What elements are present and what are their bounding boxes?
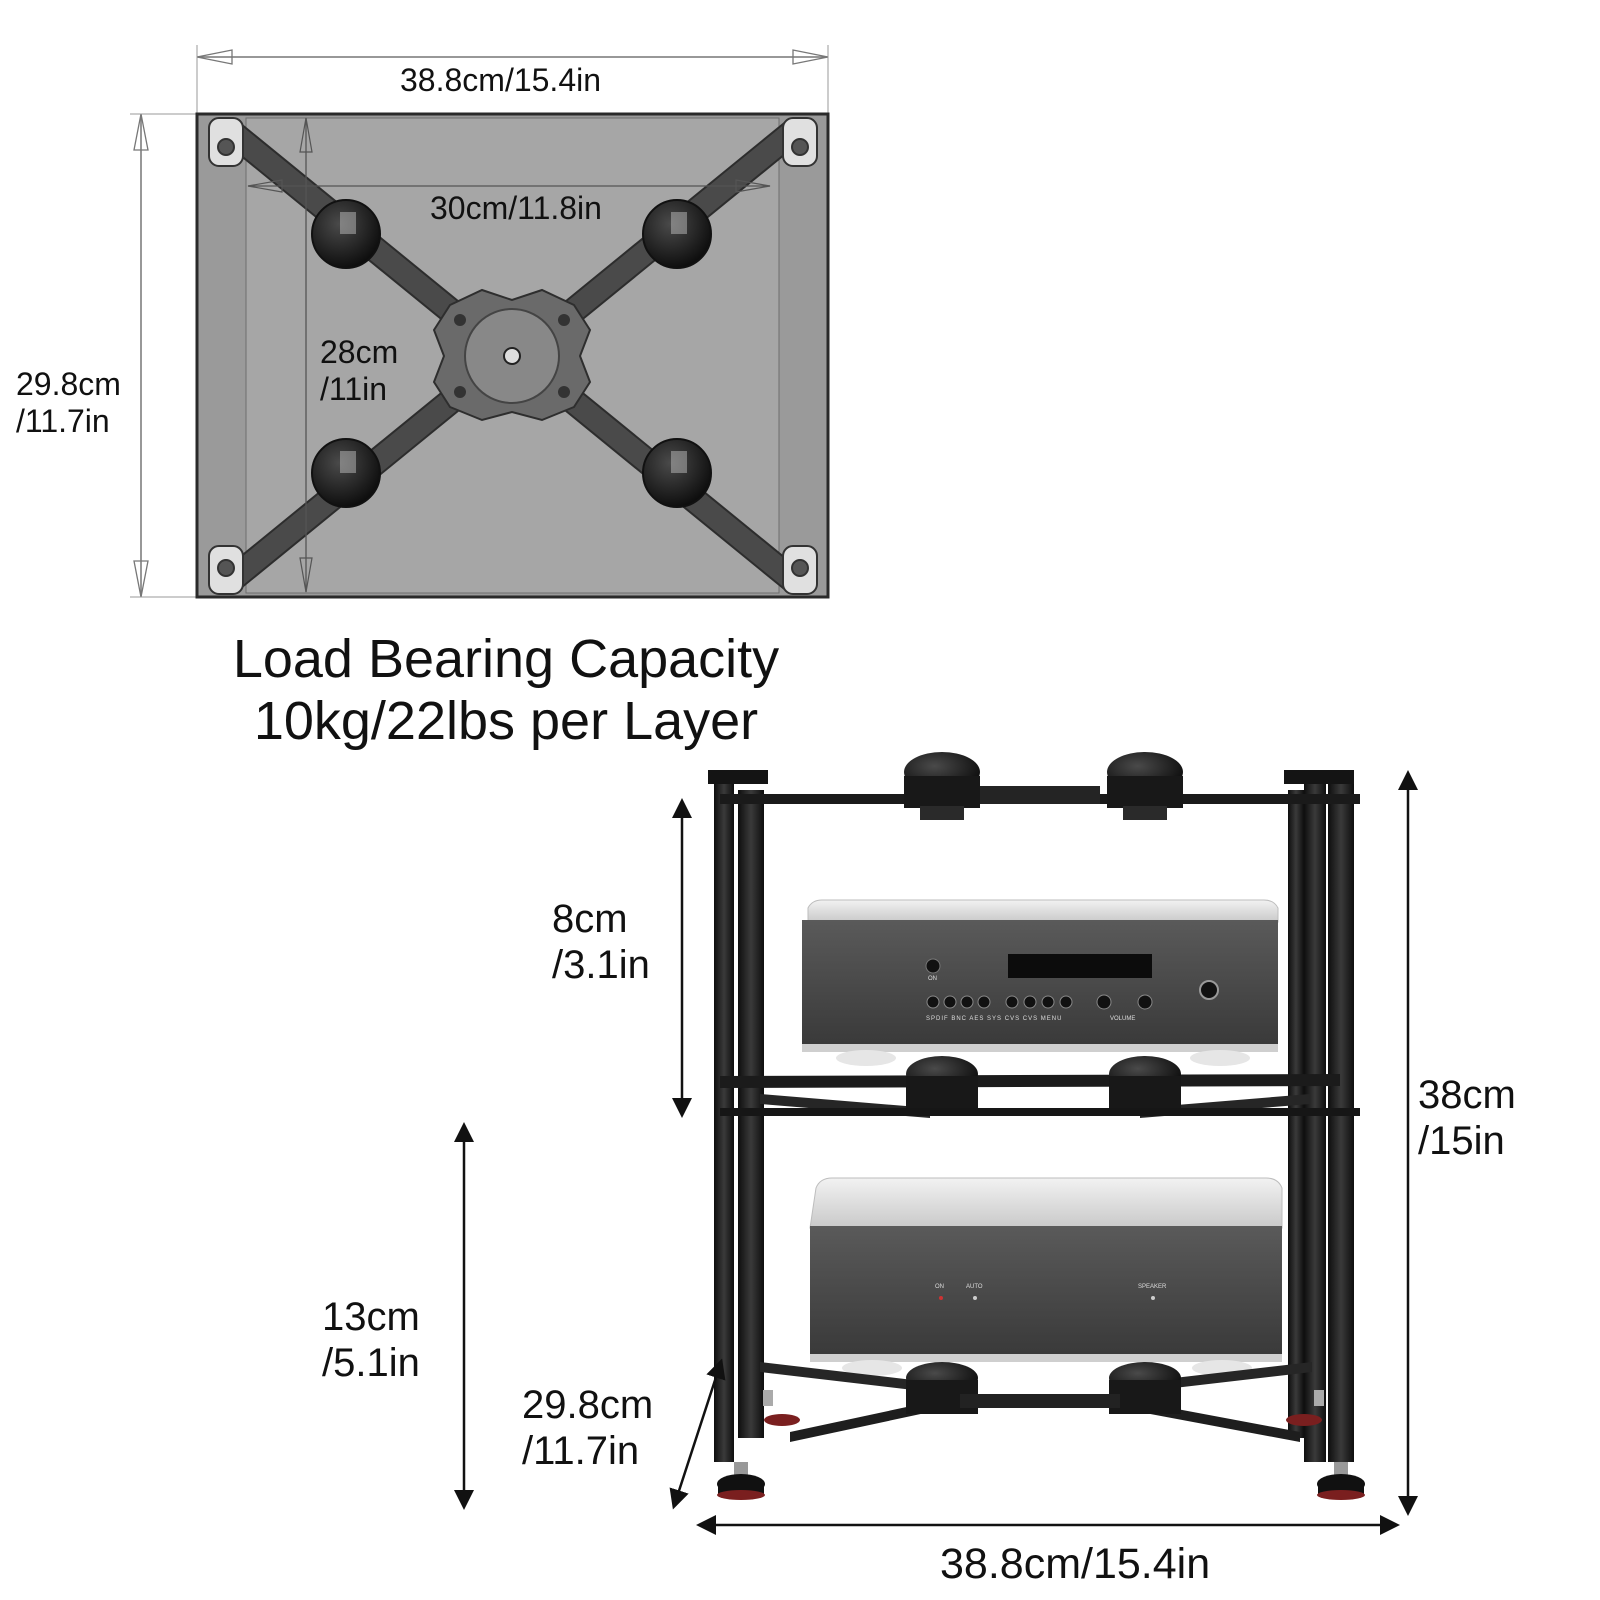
middle-shelf-frame [720,1056,1360,1118]
depth-arrow [669,1358,726,1510]
load-capacity-caption: Load Bearing Capacity 10kg/22lbs per Lay… [176,628,836,752]
rack-feet [717,1390,1365,1500]
upper-device-body [802,920,1278,1044]
upper-audio-device [802,899,1279,1066]
load-capacity-title: Load Bearing Capacity [232,629,780,689]
load-capacity-value: 10kg/22lbs per Layer [253,691,759,752]
front-dimension-lines [454,770,1418,1535]
top-shelf-frame [720,752,1360,820]
lower-device-body [810,1226,1282,1354]
bottom-shelf-frame [760,1362,1312,1442]
lower-device-label-on: ON [935,1284,944,1290]
front-width-label: 38.8cm/15.4in [940,1540,1211,1588]
upper-device-volume-label: VOLUME [1110,1016,1136,1022]
lower-device-label-speaker: SPEAKER [1138,1284,1167,1290]
corner-mounts [208,117,818,595]
power-knob [925,958,941,974]
rack-front-view [708,752,1365,1500]
upper-device-input-labels: SPDIF BNC AES SYS CVS CVS MENU [926,1016,1063,1022]
headphone-jack [1199,980,1219,1000]
support-cones [311,199,712,508]
top-inner-depth-label: 28cm /11in [320,334,399,407]
upper-gap-label: 8cm /3.1in [552,897,650,987]
front-depth-label: 29.8cm /11.7in [522,1383,654,1473]
lower-gap-label: 13cm /5.1in [322,1295,420,1385]
lower-audio-device [809,1177,1283,1376]
upper-device-power-label: ON [928,976,937,982]
top-depth-label: 29.8cm /11.7in [16,366,121,439]
lower-device-label-auto: AUTO [966,1284,983,1290]
front-panel-buttons [926,994,1153,1010]
top-view-diagram [130,45,830,599]
height-label: 38cm /15in [1418,1073,1516,1163]
top-inner-width-label: 30cm/11.8in [430,190,602,226]
rack-pillars [708,770,1354,1462]
display-window [1008,954,1152,978]
top-width-label: 38.8cm/15.4in [400,62,602,98]
